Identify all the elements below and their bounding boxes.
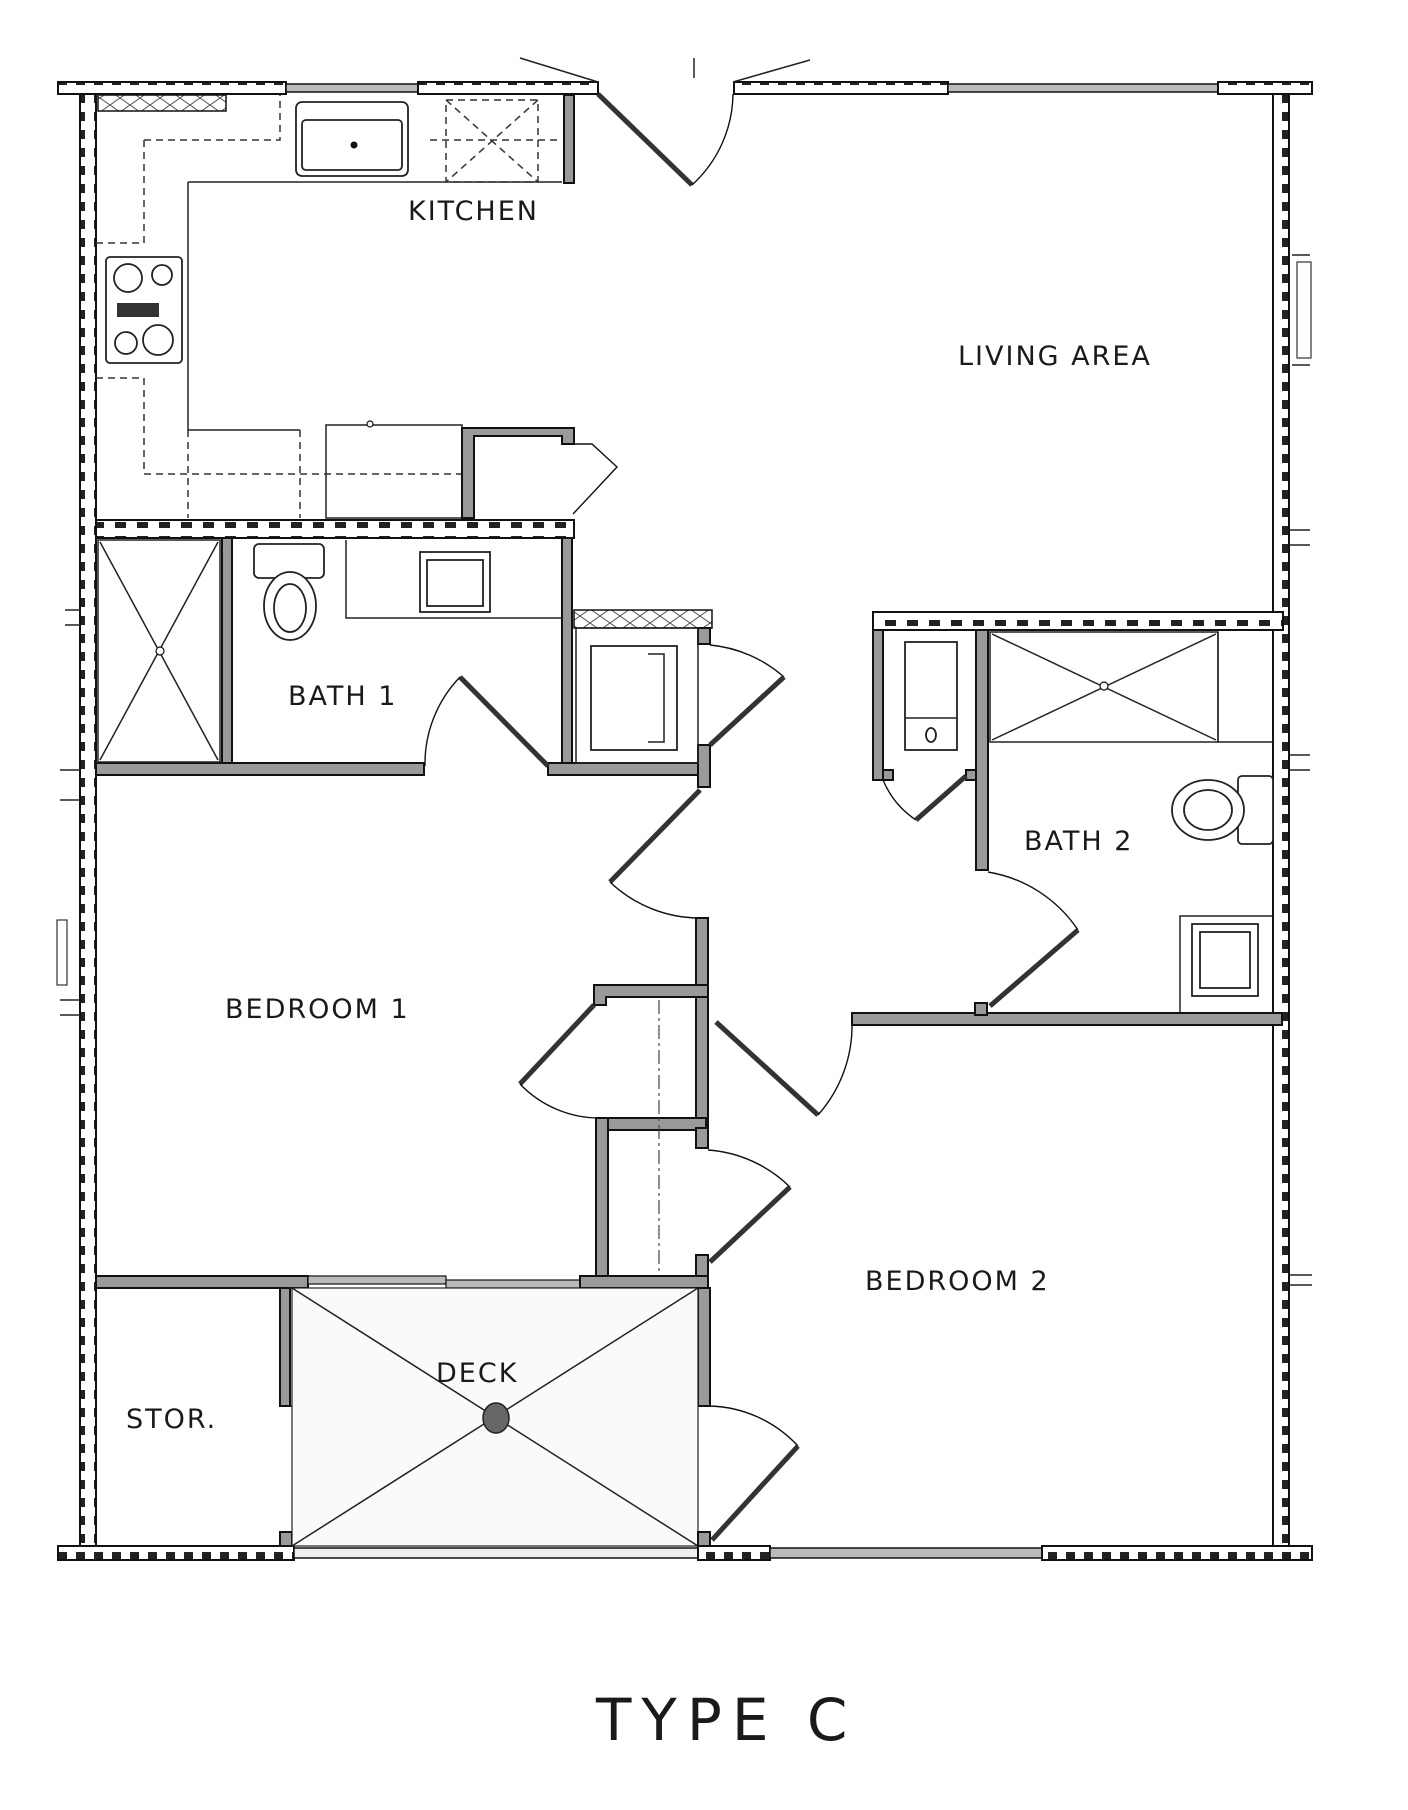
room-label-living-area: LIVING AREA	[958, 341, 1152, 372]
room-label-kitchen: KITCHEN	[408, 196, 539, 227]
room-label-deck: DECK	[436, 1358, 518, 1389]
window-kitchen	[285, 83, 419, 93]
entry-door	[519, 57, 811, 187]
hall-doors	[518, 788, 853, 1275]
plan-title: TYPE C	[595, 1686, 857, 1754]
bath-1: BATH 1	[97, 539, 562, 768]
room-label-bedroom-1: BEDROOM 1	[225, 994, 410, 1025]
exterior-walls	[56, 81, 1313, 1561]
room-label-bath-2: BATH 2	[1024, 826, 1133, 857]
room-label-bedroom-2: BEDROOM 2	[865, 1266, 1050, 1297]
interior-walls	[95, 519, 1284, 1407]
window-bedroom2	[769, 1547, 1043, 1559]
kitchen: KITCHEN	[96, 94, 618, 519]
room-label-storage: STOR.	[126, 1404, 217, 1435]
deck-opening	[293, 1547, 699, 1559]
bath-2: BATH 2	[882, 631, 1274, 1013]
deck: DECK	[291, 1287, 800, 1547]
laundry-closet	[575, 627, 786, 764]
window-living	[947, 83, 1219, 93]
room-label-bath-1: BATH 1	[288, 681, 397, 712]
